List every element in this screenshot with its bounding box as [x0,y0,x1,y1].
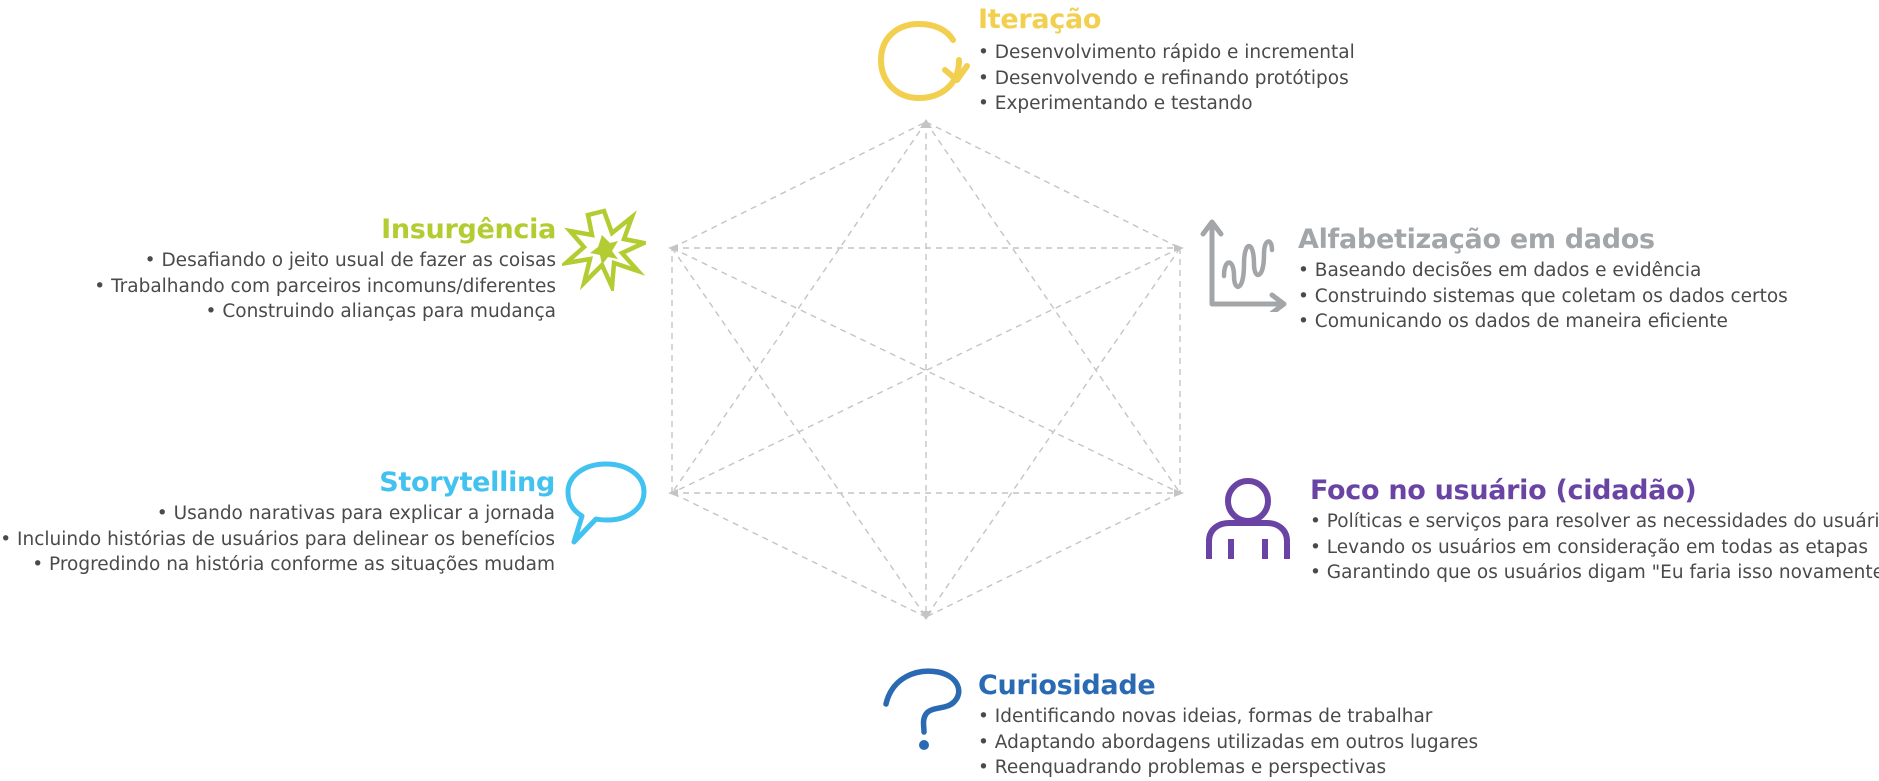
section-title: Foco no usuário (cidadão) [1310,475,1697,506]
bullet-item: Experimentando e testando [978,91,1355,117]
bullet-item: Desenvolvendo e refinando protótipos [978,66,1355,92]
user-icon [1206,478,1290,559]
bullet-list: Políticas e serviços para resolver as ne… [1310,509,1879,586]
section-iteracao: Iteração Desenvolvimento rápido e increm… [978,4,1355,117]
bullet-item: Adaptando abordagens utilizadas em outro… [978,730,1478,756]
bullet-item: Baseando decisões em dados e evidência [1298,258,1788,284]
section-alfabetizacao: Alfabetização em dados Baseando decisões… [1298,224,1788,335]
bullet-item: Construindo sistemas que coletam os dado… [1298,284,1788,310]
hex-diagonal [671,121,927,494]
section-storytelling: Storytelling Usando narativas para expli… [0,467,555,578]
bullet-item: Construindo alianças para mudança [94,299,556,325]
vertex-arrow [668,489,678,497]
bullet-list: Desenvolvimento rápido e incremental Des… [978,40,1355,117]
section-title: Alfabetização em dados [1298,224,1655,255]
bullet-item: Incluindo histórias de usuários para del… [0,527,555,553]
vertex-arrow [920,611,932,620]
section-insurgencia: Insurgência Desafiando o jeito usual de … [94,214,556,325]
bullet-item: Progredindo na história conforme as situ… [0,552,555,578]
section-curiosidade: Curiosidade Identificando novas ideias, … [978,670,1478,781]
burst-icon [562,208,646,291]
section-foco-usuario: Foco no usuário (cidadão) Políticas e se… [1310,475,1879,586]
line-chart-icon [1200,219,1287,312]
speech-bubble-icon [565,461,647,545]
section-title: Curiosidade [978,670,1156,701]
vertex-arrow [1174,489,1184,497]
section-title: Storytelling [379,467,555,498]
bullet-item: Usando narativas para explicar a jornada [0,501,555,527]
bullet-item: Levando os usuários em consideração em t… [1310,535,1879,561]
vertex-arrow [668,244,678,252]
hex-diagonal [671,247,1181,494]
bullet-list: Usando narativas para explicar a jornada… [0,501,555,578]
bullet-item: Reenquadrando problemas e perspectivas [978,755,1478,781]
question-mark-icon [883,668,962,750]
bullet-item: Garantindo que os usuários digam "Eu far… [1310,560,1879,586]
hex-diagonal [925,121,1181,494]
section-title: Insurgência [381,214,556,245]
section-title: Iteração [978,4,1102,35]
bullet-item: Desenvolvimento rápido e incremental [978,40,1355,66]
circular-arrow-icon [877,20,970,102]
bullet-list: Identificando novas ideias, formas de tr… [978,704,1478,781]
bullet-list: Desafiando o jeito usual de fazer as coi… [94,248,556,325]
hex-diagonal [925,247,1181,618]
vertex-arrow [1174,244,1184,252]
bullet-item: Trabalhando com parceiros incomuns/difer… [94,274,556,300]
bullet-list: Baseando decisões em dados e evidência C… [1298,258,1788,335]
hex-diagonal [671,247,1181,494]
hex-edge [671,492,927,618]
vertex-arrow [920,119,932,128]
hex-edge [925,492,1181,618]
bullet-item: Políticas e serviços para resolver as ne… [1310,509,1879,535]
bullet-item: Comunicando os dados de maneira eficient… [1298,309,1788,335]
hex-edge [925,121,1181,249]
hex-edge [671,121,927,249]
bullet-item: Desafiando o jeito usual de fazer as coi… [94,248,556,274]
bullet-item: Identificando novas ideias, formas de tr… [978,704,1478,730]
